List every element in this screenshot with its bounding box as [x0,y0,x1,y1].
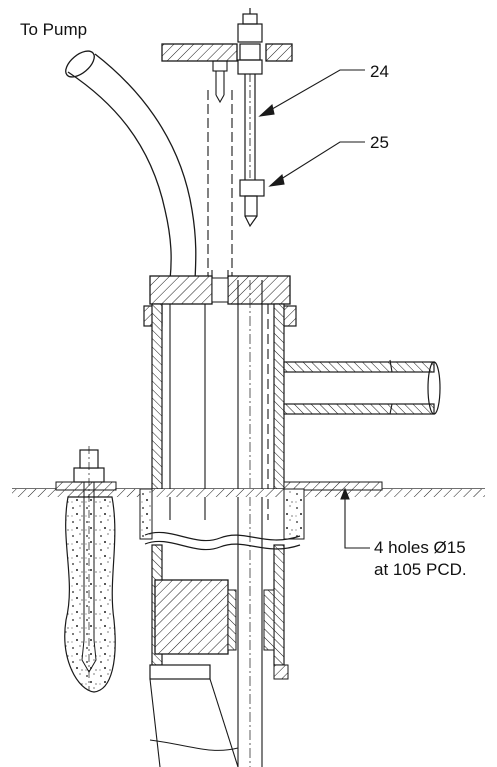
rod-25 [207,60,233,300]
outlet-pipe [283,359,441,415]
leader-25 [268,141,365,187]
to-pump-label: To Pump [20,20,88,39]
top-plate [161,43,293,62]
holes-label-line2: at 105 PCD. [374,560,467,579]
part-25-label: 25 [370,133,389,152]
ground-surface [12,481,485,497]
inner-pipes [169,280,269,767]
rod-24 [237,8,265,228]
break-line [144,531,301,551]
holes-label-line1: 4 holes Ø15 [374,538,466,557]
leader-holes [340,487,370,549]
bottom-valve [149,579,289,767]
casing-top-flange [143,275,297,327]
part-24-label: 24 [370,62,389,81]
suction-pipe [65,50,197,281]
foundation-bolt [64,446,116,693]
concrete-fill [139,488,305,540]
leader-24 [258,69,365,117]
